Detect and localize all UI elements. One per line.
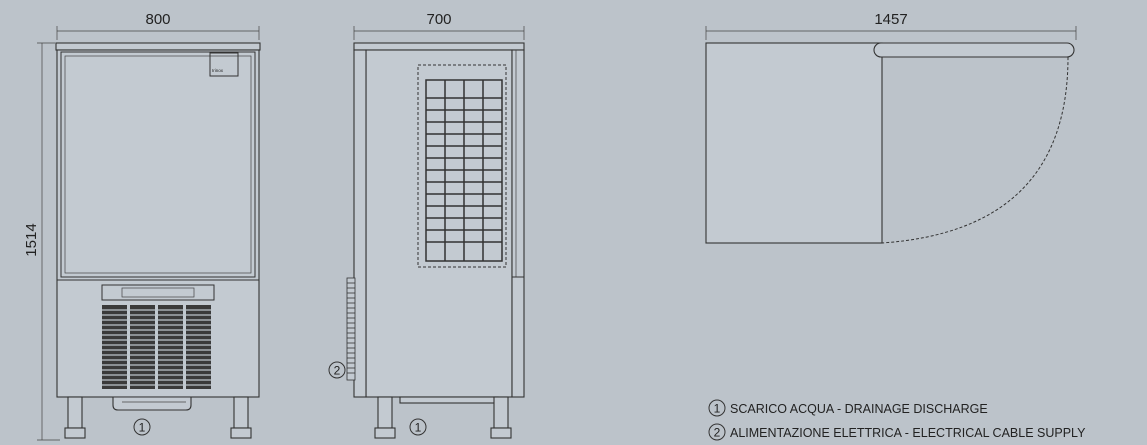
front-top-plate bbox=[55, 42, 261, 51]
svg-text:ALIMENTAZIONE ELETTRICA - ELEC: ALIMENTAZIONE ELETTRICA - ELECTRICAL CAB… bbox=[730, 426, 1086, 440]
top-door-open bbox=[873, 42, 1075, 58]
logo-text: Irinox bbox=[212, 68, 224, 73]
front-view: 800 1514 Irinox bbox=[23, 11, 261, 441]
legend-item-2: 2 ALIMENTAZIONE ELETTRICA - ELECTRICAL C… bbox=[708, 423, 1086, 441]
side-depth-dimension: 700 bbox=[353, 11, 525, 40]
svg-text:1: 1 bbox=[415, 421, 422, 435]
top-view: 1457 bbox=[705, 11, 1077, 244]
side-vent-grid bbox=[425, 79, 503, 262]
logo-plate bbox=[209, 52, 239, 77]
front-feet bbox=[64, 396, 252, 439]
side-drain-tray bbox=[399, 396, 499, 404]
top-depth-label: 1457 bbox=[874, 11, 907, 28]
svg-text:2: 2 bbox=[334, 364, 341, 378]
legend-item-1: 1 SCARICO ACQUA - DRAINAGE DISCHARGE bbox=[708, 399, 988, 417]
side-rear-grille bbox=[346, 277, 356, 381]
side-drain-callout: 1 bbox=[409, 418, 427, 436]
svg-text:1: 1 bbox=[714, 402, 721, 416]
side-feet bbox=[374, 396, 512, 439]
svg-text:SCARICO ACQUA - DRAINAGE DISCH: SCARICO ACQUA - DRAINAGE DISCHARGE bbox=[730, 402, 988, 416]
side-door-edge bbox=[511, 49, 525, 398]
front-door-inner bbox=[64, 55, 252, 274]
height-dimension: 1514 bbox=[23, 42, 60, 441]
side-power-callout: 2 bbox=[328, 361, 346, 379]
front-width-dimension: 800 bbox=[56, 11, 260, 40]
legend: 1 SCARICO ACQUA - DRAINAGE DISCHARGE 2 A… bbox=[708, 399, 1086, 441]
control-display bbox=[121, 287, 195, 298]
top-depth-dimension: 1457 bbox=[705, 11, 1077, 40]
side-view: 700 bbox=[328, 11, 525, 439]
door-swing-arc bbox=[881, 56, 1069, 244]
height-label: 1514 bbox=[23, 223, 40, 256]
top-cabinet bbox=[705, 42, 883, 244]
front-grille bbox=[102, 305, 211, 389]
side-top-plate bbox=[353, 42, 525, 51]
side-cabinet bbox=[365, 49, 513, 398]
front-width-label: 800 bbox=[145, 11, 170, 28]
side-depth-label: 700 bbox=[426, 11, 451, 28]
side-back-panel bbox=[353, 49, 367, 398]
drain-tray bbox=[112, 396, 192, 411]
control-panel bbox=[101, 284, 215, 301]
front-door bbox=[60, 51, 256, 278]
svg-text:2: 2 bbox=[714, 426, 721, 440]
front-drain-callout: 1 bbox=[133, 418, 151, 436]
svg-text:1: 1 bbox=[139, 421, 146, 435]
